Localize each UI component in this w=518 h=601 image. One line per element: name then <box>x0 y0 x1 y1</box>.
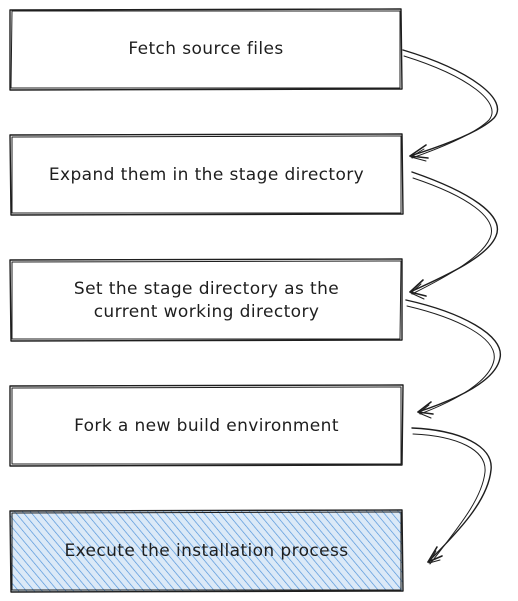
connector-arrow-1 <box>402 49 499 162</box>
step-box-fork-build-env <box>9 384 404 467</box>
connector-arrow-2 <box>409 171 499 300</box>
step-box-execute-install <box>9 509 404 593</box>
step-box-set-working-dir <box>9 258 403 342</box>
step-box-fetch-source <box>9 8 403 91</box>
connector-arrow-4 <box>411 427 492 565</box>
connector-arrow-3 <box>405 299 501 419</box>
step-box-expand-stage <box>9 133 404 216</box>
